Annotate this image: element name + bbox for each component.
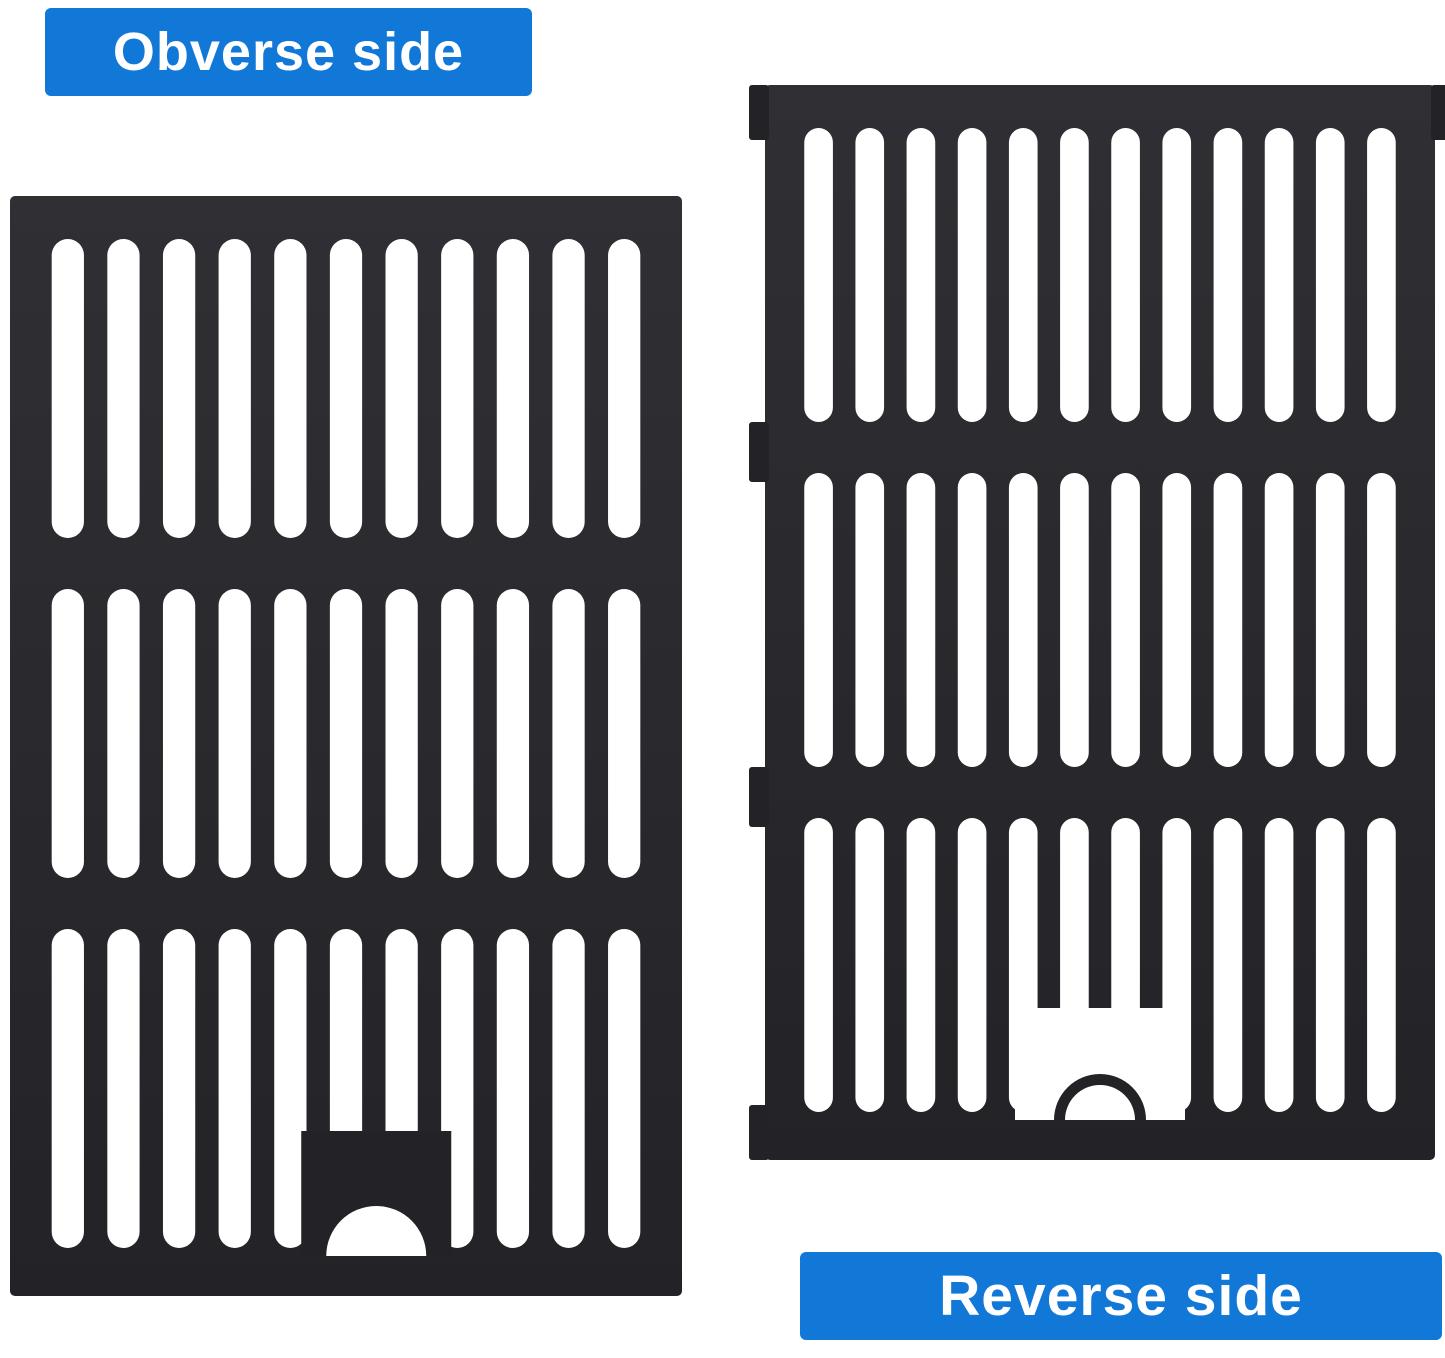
- reverse-label: Reverse side: [939, 1264, 1303, 1328]
- obverse-label: Obverse side: [112, 22, 465, 82]
- reverse-label-badge: Reverse side: [800, 1252, 1442, 1340]
- reverse-grate: [749, 85, 1445, 1160]
- obverse-grate: [10, 196, 682, 1296]
- obverse-label-badge: Obverse side: [45, 8, 532, 96]
